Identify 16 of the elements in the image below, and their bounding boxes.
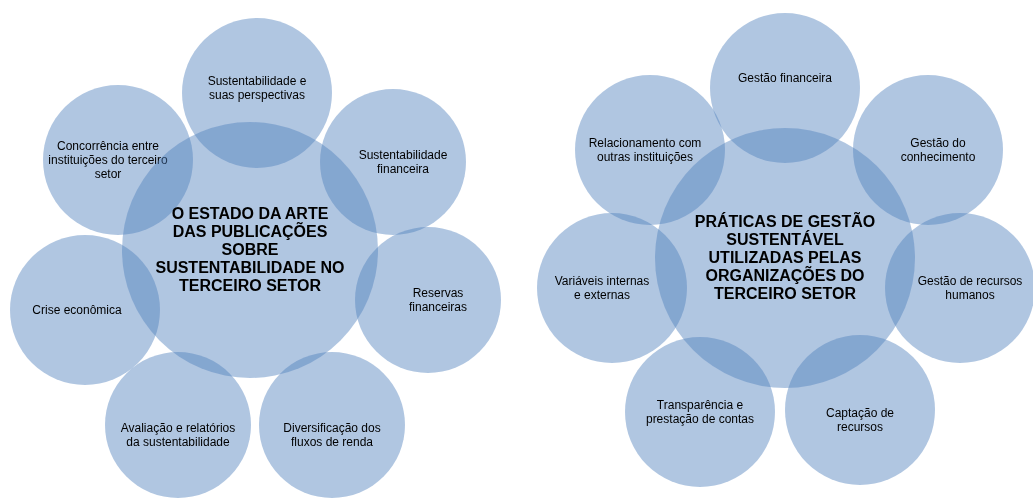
circle-label: Variáveis internas e externas [553,274,651,302]
center-title: O ESTADO DA ARTE DAS PUBLICAÇÕES SOBRE SUSTENTABILIDADE NO TERCEIRO SETOR [155,205,345,295]
circle-label: Reservas financeiras [408,286,468,314]
circle-label: Relacionamento com outras instituições [587,136,703,164]
circle-label: Gestão do conhecimento [899,136,977,164]
center-title: PRÁTICAS DE GESTÃO SUSTENTÁVEL UTILIZADAS PELAS ORGANIZAÇÕES DO TERCEIRO SETOR [693,213,877,303]
circle-label: Concorrência entre instituições do terceiro setor [47,139,169,181]
circle-label: Gestão financeira [736,71,834,85]
circle-label: Gestão de recursos humanos [916,274,1024,302]
circle-label: Sustentabilidade financeira [357,148,449,176]
circle-label: Avaliação e relatórios da sustentabilidade [119,421,237,449]
circle-label: Transparência e prestação de contas [644,398,756,426]
circle-label: Diversificação dos fluxos de renda [282,421,382,449]
circle-label: Sustentabilidade e suas perspectivas [206,74,308,102]
circle-label: Crise econômica [31,303,123,317]
circle-label: Captação de recursos [824,406,896,434]
